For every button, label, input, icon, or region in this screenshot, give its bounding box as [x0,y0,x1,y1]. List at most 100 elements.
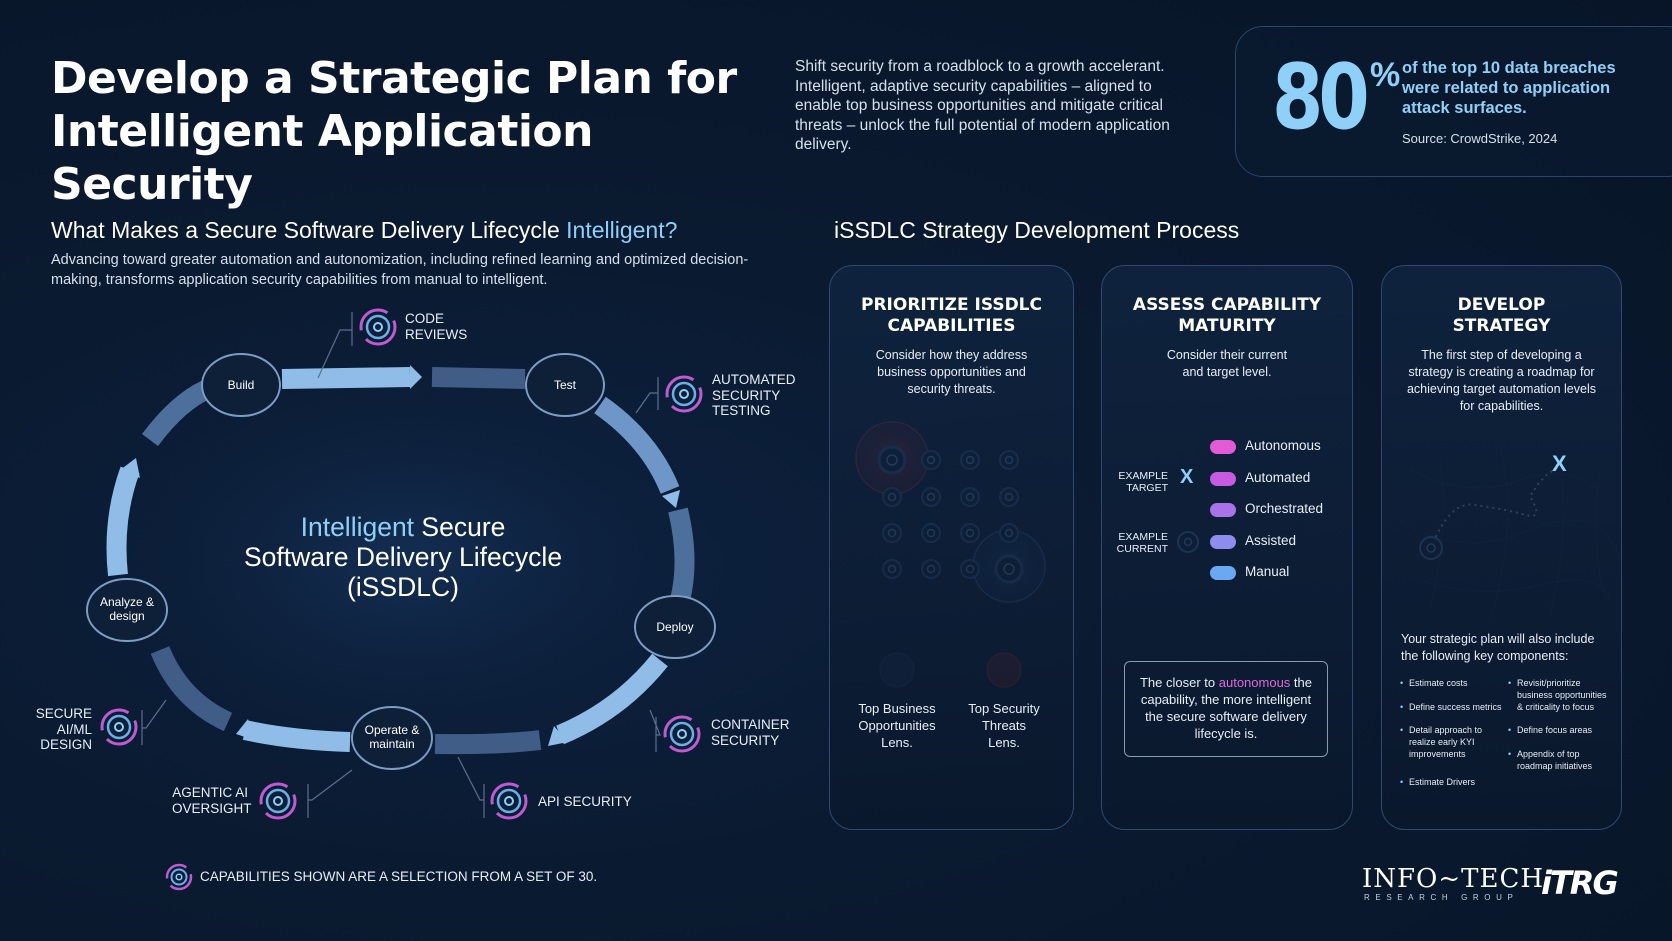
cap-agentic: AGENTIC AI OVERSIGHT [172,785,252,816]
node-test [525,353,605,417]
stage-test: Test [553,378,576,392]
cap-container: CONTAINER SECURITY [711,717,790,748]
ring-segment-analyze-build [106,466,140,577]
lens-business: Top Business Opportunities Lens. [847,700,947,751]
title-line-2: Intelligent Application Security [51,106,593,210]
connector-container [649,709,661,752]
card3-desc-l1: The first step of developing a [1421,348,1582,362]
card2-title-l1: ASSESS CAPABILITY [1132,295,1322,315]
example-current-l1: EXAMPLE [1118,531,1168,543]
stat-value: 80 [1272,45,1370,150]
component-item: Estimate Drivers [1400,776,1504,788]
card1-title-l1: PRIORITIZE ISSDLC [861,295,1042,315]
components-intro: Your strategic plan will also include th… [1401,632,1595,663]
cap-api: API SECURITY [538,794,632,809]
lens-threats-l1: Top Security [968,701,1040,716]
stage-analyze-l1: Analyze & [99,595,155,609]
card2-desc-l1: Consider their current [1166,348,1288,362]
arrowhead-2 [662,490,680,508]
ring-segment-to-analyze [150,646,233,732]
level-pill [1210,566,1236,580]
stat-text: of the top 10 data breaches were related… [1402,59,1616,117]
card3-desc: The first step of developing a strategy … [1381,347,1622,415]
center-glow [70,340,730,780]
level-pill [1210,440,1236,454]
left-section-title: What Makes a Secure Software Delivery Li… [51,217,677,244]
component-item: Define success metrics [1400,701,1504,713]
cap-code-reviews-l1: CODE [405,311,445,326]
ast-icon [665,375,703,413]
container-security-icon [663,715,701,753]
intro-text: Shift security from a roadblock to a gro… [795,58,1170,153]
connector-code-reviews [317,312,353,379]
lens-threats: Top Security Threats Lens. [954,700,1054,751]
card1-desc-l1: Consider how they address [875,348,1028,362]
node-operate [351,706,433,770]
example-target-l1: EXAMPLE [1118,470,1168,482]
roadmap-target-marker: X [1552,451,1567,476]
cap-ast-l3: TESTING [712,403,771,418]
cap-agentic-l2: OVERSIGHT [172,800,252,816]
left-section-description: Advancing toward greater automation and … [51,252,749,288]
arrowhead-5 [120,458,140,478]
center-line2: Software Delivery Lifecycle [243,542,563,572]
lens-threats-l3: Lens. [988,735,1020,750]
level-label: Automated [1245,469,1311,485]
level-pill [1210,471,1236,486]
ring-segment-to-test [431,367,526,389]
left-title-prefix: What Makes a Secure Software Delivery Li… [51,217,560,243]
cap-code-reviews: CODE REVIEWS [405,311,467,342]
example-target-l2: TARGET [1126,482,1168,494]
level-label: Assisted [1245,532,1297,548]
component-item: Detail approach to realize early KYI imp… [1400,724,1504,760]
ring-segment-to-deploy [668,507,695,603]
cap-ast-l1: AUTOMATED [712,372,796,387]
note-post: the capability, the more intelligent the… [1140,675,1312,741]
card1-title-l2: CAPABILITIES [887,316,1016,336]
card1-title: PRIORITIZE ISSDLC CAPABILITIES [829,295,1074,337]
cap-ast: AUTOMATED SECURITY TESTING [712,372,796,419]
agentic-ai-icon [259,782,297,820]
left-title-highlight: Intelligent? [566,217,678,243]
right-section-title: iSSDLC Strategy Development Process [834,217,1240,243]
cap-container-l1: CONTAINER [711,717,790,732]
card3-title-l2: STRATEGY [1452,316,1551,336]
center-highlight: Intelligent [300,512,415,542]
arrowhead-3 [548,726,568,746]
note-highlight: autonomous [1218,675,1291,690]
stat-source: Source: CrowdStrike, 2024 [1402,131,1558,146]
capability-connectors [141,312,661,818]
stage-analyze: Analyze & design [87,595,167,623]
cycle-ring [106,367,695,755]
page-title: Develop a Strategic Plan for Intelligent… [51,52,791,211]
card-prioritize [829,265,1074,830]
cap-ast-l2: SECURITY [712,387,781,403]
level-label: Orchestrated [1245,501,1324,516]
stage-analyze-l2: design [109,609,145,623]
level-pill [1210,503,1236,517]
card2-desc: Consider their current and target level. [1101,347,1353,381]
card3-title: DEVELOP STRATEGY [1381,295,1622,337]
example-current-l2: CURRENT [1116,543,1168,555]
secure-aiml-icon [100,708,138,746]
cap-aiml-l2: AI/ML [56,721,92,737]
card1-desc-l3: security threats. [907,382,996,396]
stage-nodes [86,353,716,770]
arrowhead-1 [410,365,422,389]
cap-aiml: SECURE AI/ML DESIGN [30,706,92,753]
infotech-logo: INFO~TECH [1362,864,1545,894]
node-analyze [86,578,168,642]
example-target-marker: X [1180,466,1194,488]
component-item: Appendix of top roadmap initiatives [1508,748,1615,772]
component-item: Revisit/prioritize business opportunitie… [1508,677,1615,713]
lens-business-l3: Lens. [881,735,913,750]
code-reviews-icon [359,308,397,346]
api-security-icon [490,782,528,820]
stage-operate-l1: Operate & [364,723,420,737]
ring-segment-test-deploy [594,396,680,494]
itrg-logo: iTRG [1541,864,1619,902]
cap-agentic-l1: AGENTIC AI [172,785,248,800]
card2-title-l2: MATURITY [1178,316,1276,336]
connector-api [457,756,485,818]
component-item: Estimate costs [1400,677,1504,689]
